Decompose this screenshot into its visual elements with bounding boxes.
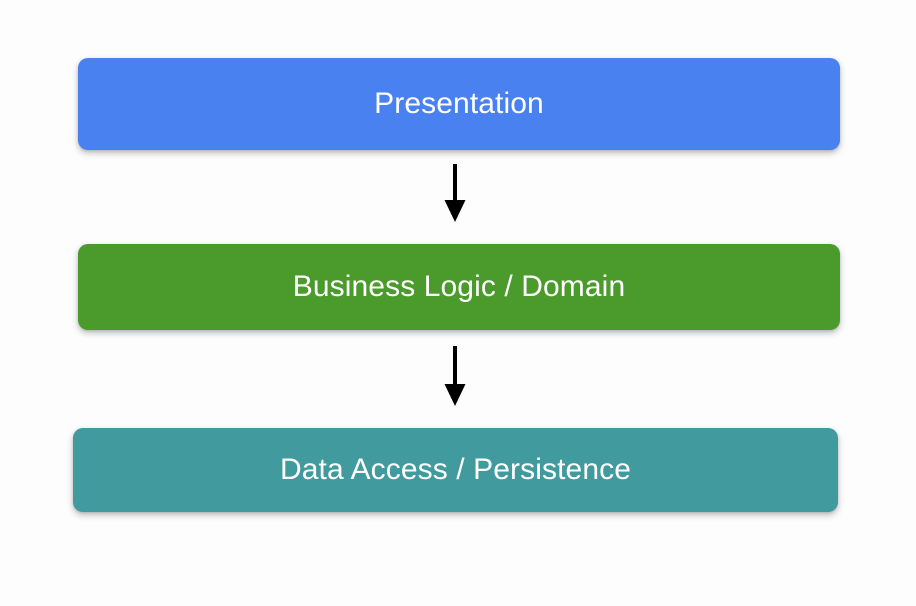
layer-label-data-access: Data Access / Persistence [280,453,631,486]
layer-label-business-logic: Business Logic / Domain [292,270,626,303]
layer-node-business-logic[interactable]: Business Logic / Domain [78,244,840,330]
layer-node-presentation[interactable]: Presentation [78,58,840,150]
down-arrow-glyph [444,164,466,222]
down-arrow-glyph [444,346,466,406]
down-arrow-icon-business-to-data [434,344,476,410]
layer-label-presentation: Presentation [374,87,544,120]
layer-node-data-access[interactable]: Data Access / Persistence [73,428,838,512]
down-arrow-icon-presentation-to-business [434,162,476,226]
